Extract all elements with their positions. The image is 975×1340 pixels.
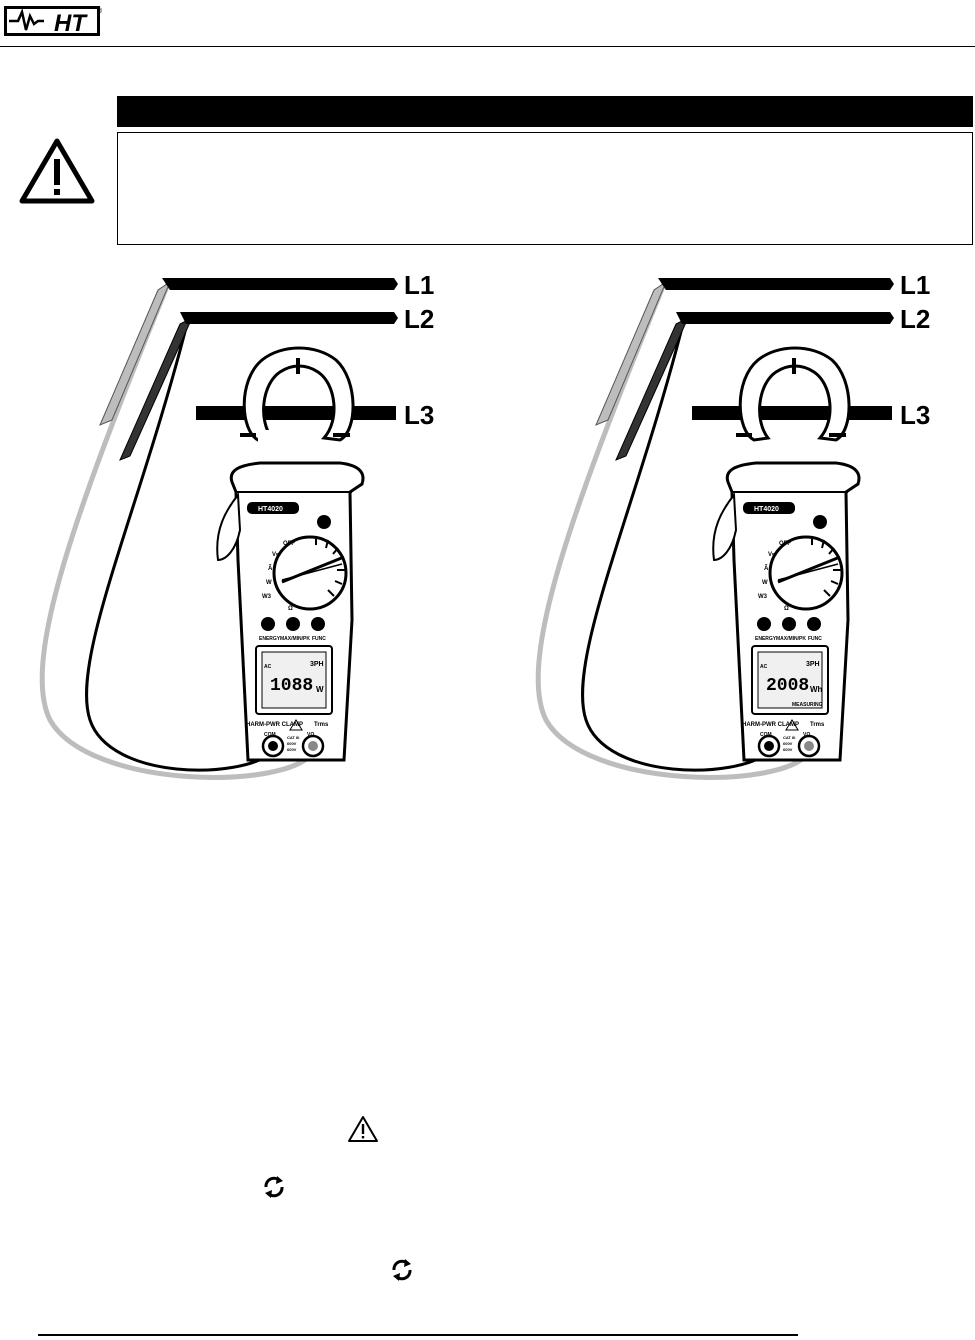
dial-ohm-right: Ω — [784, 606, 789, 612]
label-l3-right: L3 — [900, 400, 930, 430]
wire-l2 — [180, 312, 398, 324]
ht-logo: HT ® — [4, 6, 102, 37]
label-l1-right: L1 — [900, 270, 930, 300]
wire-l1-right — [658, 278, 894, 290]
left-group: L1 L2 L3 HT4020 OFF V⎓ Ã W W3 Ω ENERGY M… — [39, 270, 434, 780]
footer-title-left: HARM-PWR CLAMP — [246, 722, 303, 728]
volt2-left: 600V — [287, 747, 297, 752]
brand-text: HT — [54, 10, 88, 37]
terminal-v-left: VΩ — [307, 732, 314, 738]
model-label-left: HT4020 — [258, 506, 283, 513]
dial-vdc-right: V⎓ — [768, 552, 777, 558]
black-probe-right — [615, 316, 690, 461]
registered-mark: ® — [97, 7, 102, 15]
terminal-com-right: COM — [760, 732, 772, 738]
gray-probe-right — [595, 280, 668, 426]
lcd-unit-left: W — [316, 685, 324, 694]
rotate-arrows-icon — [392, 1259, 412, 1281]
dial-w-left: W — [266, 580, 272, 586]
wire-l1 — [162, 278, 398, 290]
warning-text-box — [117, 132, 973, 245]
button-maxmin-right: MAX/MIN/PK — [776, 636, 806, 642]
cat-right: CAT III — [783, 735, 795, 740]
rotate-arrows-icon — [264, 1176, 284, 1198]
label-l2: L2 — [404, 304, 434, 334]
button-func-left: FUNC — [312, 636, 326, 642]
dial-w-right: W — [762, 580, 768, 586]
dial-ohm-left: Ω — [288, 606, 293, 612]
terminal-com-left: COM — [264, 732, 276, 738]
footer-rule — [38, 1334, 798, 1336]
footer-trms-left: Trms — [314, 722, 329, 728]
black-lead-right — [581, 319, 770, 772]
button-maxmin-left: MAX/MIN/PK — [280, 636, 310, 642]
lcd-reading-right: 2008 — [766, 676, 809, 696]
footer-title-right: HARM-PWR CLAMP — [742, 722, 799, 728]
lcd-phase-right: 3PH — [806, 661, 820, 668]
lcd-phase-left: 3PH — [310, 661, 324, 668]
right-group: L1 L2 L3 HT4020 OFF V⎓ Ã W W3 Ω ENERGY M… — [535, 270, 930, 780]
black-probe — [119, 316, 194, 461]
wiring-figure: L1 L2 L3 HT4020 OFF V⎓ Ã W W3 Ω ENERGY M… — [39, 270, 930, 780]
lcd-measuring-right: MEASURING — [792, 702, 823, 708]
terminal-v-right: VΩ — [803, 732, 810, 738]
volt1-left: 600V — [287, 741, 297, 746]
volt2-right: 600V — [783, 747, 793, 752]
lcd-reading-left: 1088 — [270, 676, 313, 696]
label-l2-right: L2 — [900, 304, 930, 334]
black-lead — [85, 319, 274, 772]
gray-lead-right — [535, 283, 812, 780]
button-energy-right: ENERGY — [755, 636, 777, 642]
button-func-right: FUNC — [808, 636, 822, 642]
label-l3: L3 — [404, 400, 434, 430]
dial-w3-left: W3 — [262, 594, 272, 600]
button-energy-left: ENERGY — [259, 636, 281, 642]
lcd-unit-right: Wh — [810, 685, 823, 694]
volt1-right: 600V — [783, 741, 793, 746]
dial-a-right: Ã — [764, 565, 769, 572]
cat-left: CAT III — [287, 735, 299, 740]
lcd-mode-left: AC — [264, 664, 272, 670]
warning-triangle-icon — [19, 138, 95, 204]
header-rule — [0, 46, 975, 47]
dial-vdc-left: V⎓ — [272, 552, 281, 558]
warning-triangle-icon — [348, 1116, 378, 1142]
gray-probe — [99, 280, 172, 426]
dial-a-left: Ã — [268, 565, 273, 572]
label-l1: L1 — [404, 270, 434, 300]
wire-l3-right — [692, 406, 892, 420]
gray-lead — [39, 283, 316, 780]
dial-off-left: OFF — [283, 541, 295, 547]
model-label-right: HT4020 — [754, 506, 779, 513]
lcd-mode-right: AC — [760, 664, 768, 670]
dial-w3-right: W3 — [758, 594, 768, 600]
wire-l2-right — [676, 312, 894, 324]
footer-trms-right: Trms — [810, 722, 825, 728]
warning-title-bar — [117, 96, 973, 127]
dial-off-right: OFF — [779, 541, 791, 547]
